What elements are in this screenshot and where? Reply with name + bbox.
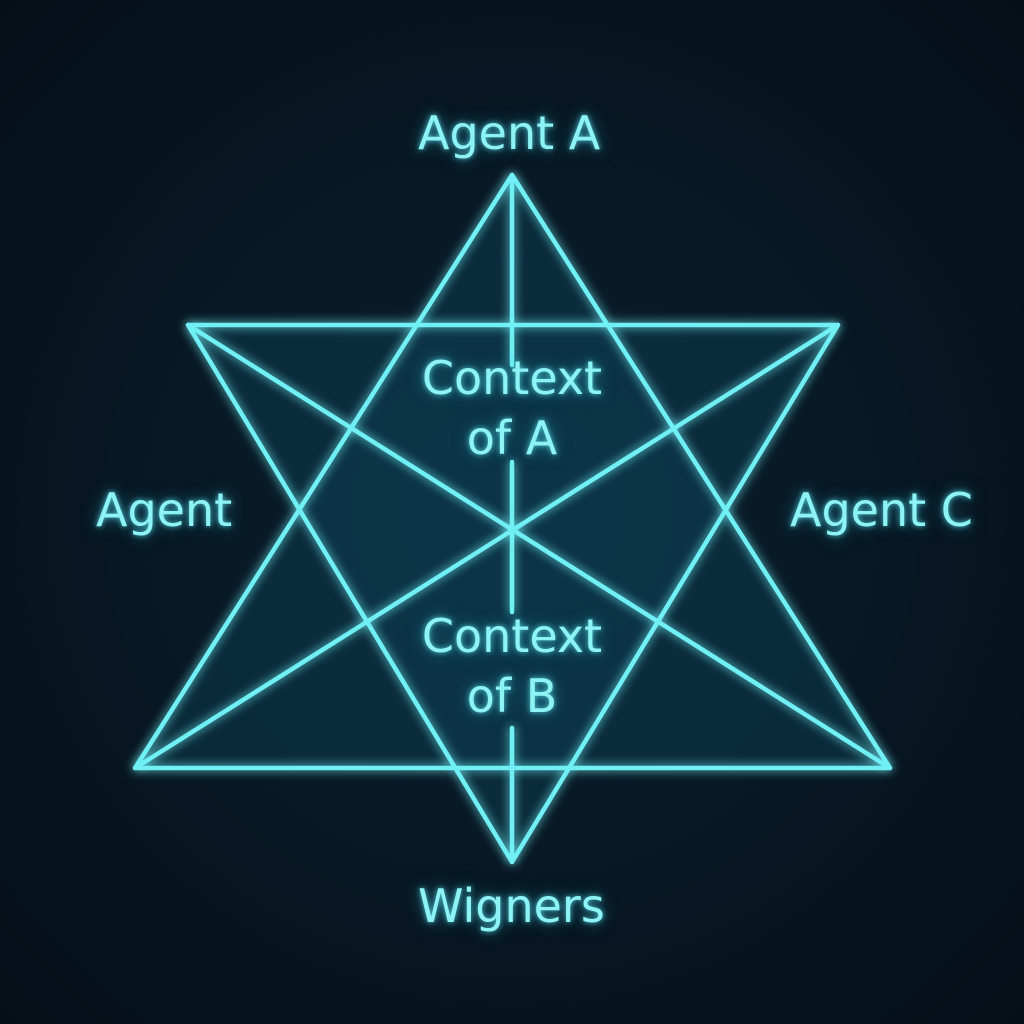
context-of-b: Context of B: [382, 606, 642, 726]
label-wigners: Wigners: [418, 879, 605, 933]
context-a-line1: Context: [421, 351, 603, 405]
label-agent-c: Agent C: [790, 483, 973, 537]
context-b-line1: Context: [421, 609, 603, 663]
context-a-line2: of A: [466, 411, 558, 465]
diagonal-left-to-bottom-right: [185, 322, 893, 771]
label-agent-left: Agent: [96, 483, 233, 537]
diagonal-right-to-bottom-left: [132, 322, 841, 771]
context-of-a: Context of A: [382, 348, 642, 468]
label-agent-a: Agent A: [418, 106, 601, 160]
context-b-line2: of B: [466, 669, 558, 723]
